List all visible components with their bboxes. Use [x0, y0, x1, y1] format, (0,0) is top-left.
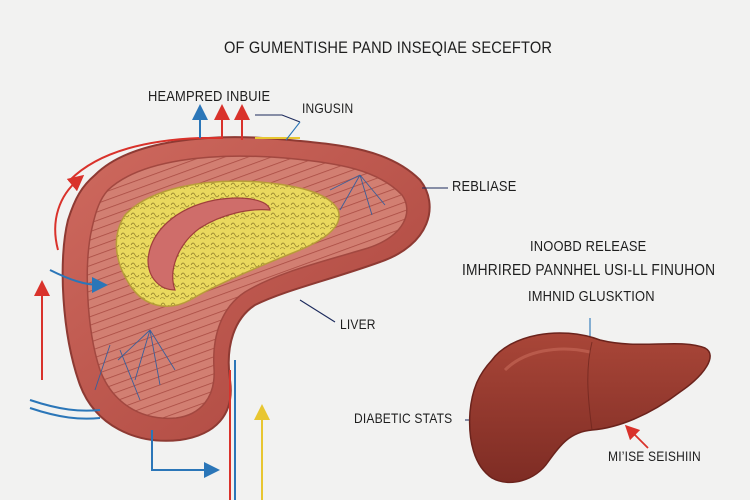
flow-arrows — [29, 104, 300, 500]
blue-arrow-left — [49, 269, 108, 293]
label-release-line2: IMHRIRED PANNHEL USI-LL FINUHON — [462, 262, 716, 279]
red-arrow-top — [69, 104, 230, 181]
label-liver: LIVER — [340, 316, 376, 332]
organ-inner-duct — [147, 197, 271, 291]
liver-illustration — [468, 332, 711, 484]
vessel-network — [94, 174, 386, 401]
label-bottom-right: MI’ISE SEISHIIN — [608, 448, 701, 464]
label-release-line1: INOOBD RELEASE — [530, 238, 647, 255]
label-diabetic-stats: DIABETIC STATS — [354, 410, 453, 426]
label-heampred-inbuie: HEAMPRED INBUIE — [148, 88, 271, 105]
liver-lobe-line — [587, 341, 593, 431]
organ-cross-section — [61, 136, 431, 442]
blue-lines-left — [29, 399, 101, 420]
red-arrow-left — [54, 174, 85, 251]
label-release-line3: IMHNID GLUSKTION — [528, 288, 655, 305]
label-rebliase: REBLIASE — [452, 178, 517, 195]
diagram-title: OF GUMENTISHE PAND INSEQIAE SECEFTOR — [224, 38, 553, 57]
red-arrow-liver — [624, 424, 649, 449]
liver-highlight — [503, 347, 591, 372]
blue-arrow-bottom — [151, 430, 220, 478]
label-ingusin: INGUSIN — [302, 100, 354, 116]
